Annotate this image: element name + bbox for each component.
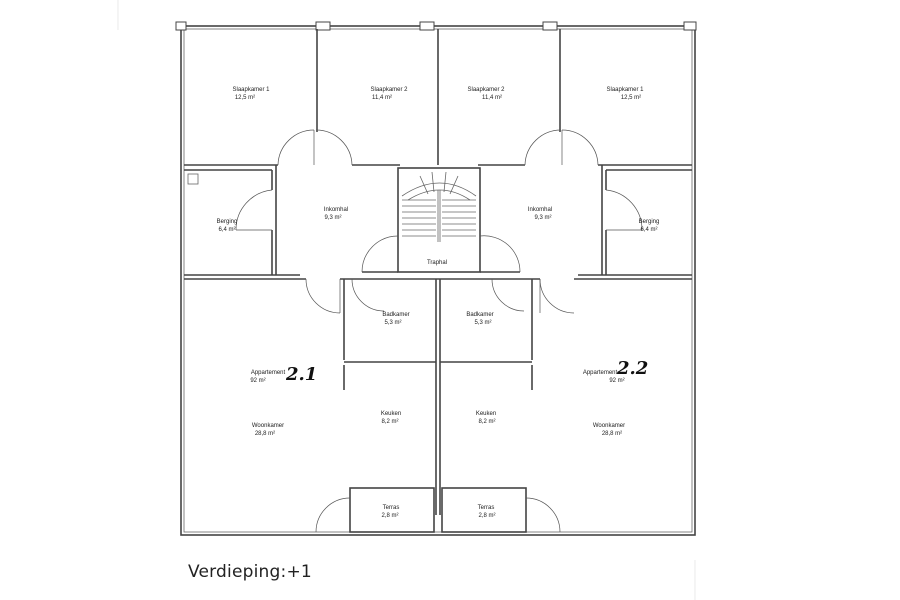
apartment-label: Appartement bbox=[251, 370, 286, 376]
room-name: Slaapkamer 2 bbox=[370, 87, 408, 93]
room-area: 28,8 m² bbox=[255, 431, 275, 437]
room-name: Slaapkamer 1 bbox=[606, 87, 644, 93]
room-area: 12,5 m² bbox=[621, 95, 641, 101]
room-area: 6,4 m² bbox=[218, 227, 235, 233]
room-area: 9,3 m² bbox=[324, 215, 341, 221]
room-area: 11,4 m² bbox=[482, 95, 502, 101]
room-name: Badkamer bbox=[466, 312, 493, 318]
room-area: 9,3 m² bbox=[534, 215, 551, 221]
room-name: Terras bbox=[383, 505, 400, 511]
top-wall-tabs bbox=[175, 21, 697, 31]
apartment-area: 92 m² bbox=[250, 378, 265, 384]
room-name: Inkomhal bbox=[324, 207, 348, 213]
apartment-labels: Appartement 92 m² 2.1 Appartement 92 m² … bbox=[250, 358, 648, 385]
room-area: 2,8 m² bbox=[381, 513, 398, 519]
room-name: Berging bbox=[639, 219, 660, 225]
room-name: Keuken bbox=[381, 411, 401, 417]
room-name: Woonkamer bbox=[593, 423, 625, 429]
room-name: Terras bbox=[478, 505, 495, 511]
room-name: Keuken bbox=[476, 411, 496, 417]
room-area: 12,5 m² bbox=[235, 95, 255, 101]
room-name: Slaapkamer 2 bbox=[467, 87, 505, 93]
apartment-number: 2.2 bbox=[616, 358, 648, 379]
room-name: Slaapkamer 1 bbox=[232, 87, 270, 93]
room-name: Traphal bbox=[427, 260, 447, 266]
room-labels: Slaapkamer 1 12,5 m² Slaapkamer 2 11,4 m… bbox=[217, 87, 660, 519]
room-area: 2,8 m² bbox=[478, 513, 495, 519]
room-area: 8,2 m² bbox=[381, 419, 398, 425]
door-swings bbox=[235, 129, 643, 533]
apartment-number: 2.1 bbox=[285, 364, 317, 385]
room-name: Berging bbox=[217, 219, 238, 225]
room-name: Woonkamer bbox=[252, 423, 284, 429]
room-area: 8,2 m² bbox=[478, 419, 495, 425]
room-area: 6,4 m² bbox=[640, 227, 657, 233]
staircase-icon bbox=[187, 171, 477, 242]
apartment-area: 92 m² bbox=[609, 378, 624, 384]
room-area: 11,4 m² bbox=[372, 95, 392, 101]
room-area: 5,3 m² bbox=[474, 320, 491, 326]
apartment-label: Appartement bbox=[583, 370, 618, 376]
room-area: 5,3 m² bbox=[384, 320, 401, 326]
room-name: Inkomhal bbox=[528, 207, 552, 213]
room-name: Badkamer bbox=[382, 312, 409, 318]
room-area: 28,8 m² bbox=[602, 431, 622, 437]
floor-caption: Verdieping:+1 bbox=[188, 562, 312, 582]
interior-walls bbox=[184, 29, 692, 533]
